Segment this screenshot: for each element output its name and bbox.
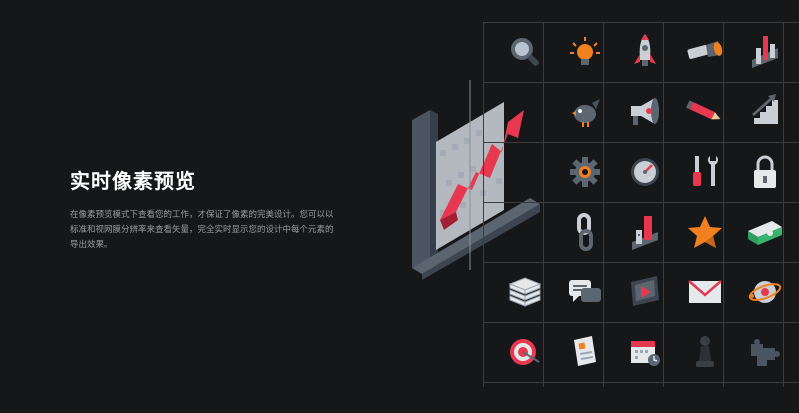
tools-icon[interactable]: [675, 142, 735, 202]
video-player-icon[interactable]: [615, 262, 675, 322]
gear-icon[interactable]: [555, 142, 615, 202]
magnifier-icon[interactable]: [495, 22, 555, 82]
document-list-icon[interactable]: [555, 322, 615, 382]
description-line: 标准和视网膜分辨率来查看矢量，完全实时显示您的设计中每个元素的: [70, 225, 334, 235]
feature-text-block: 实时像素预览 在像素预览模式下查看您的工作，才保证了像素的完美设计。您可以以 标…: [70, 168, 340, 253]
flashlight-icon[interactable]: [675, 22, 735, 82]
envelope-icon[interactable]: [675, 262, 735, 322]
feature-title: 实时像素预览: [70, 169, 196, 193]
feature-description: 在像素预览模式下查看您的工作，才保证了像素的完美设计。您可以以 标准和视网膜分辨…: [70, 208, 340, 253]
building-chart-icon[interactable]: [615, 202, 675, 262]
target-icon[interactable]: [495, 322, 555, 382]
chart-bars-icon[interactable]: [735, 22, 795, 82]
money-stack-icon[interactable]: [735, 202, 795, 262]
megaphone-icon[interactable]: [615, 82, 675, 142]
speedometer-icon[interactable]: [615, 142, 675, 202]
puzzle-icon[interactable]: [735, 322, 795, 382]
paper-stack-icon[interactable]: [495, 262, 555, 322]
growth-arrow-icon[interactable]: [735, 82, 795, 142]
pixel-preview-illustration: [400, 80, 545, 284]
pencil-icon[interactable]: [675, 82, 735, 142]
chess-pawn-icon[interactable]: [675, 322, 735, 382]
bird-icon[interactable]: [555, 82, 615, 142]
chat-bubbles-icon[interactable]: [555, 262, 615, 322]
description-line: 在像素预览模式下查看您的工作，才保证了像素的完美设计。您可以以: [70, 210, 334, 220]
calendar-clock-icon[interactable]: [615, 322, 675, 382]
globe-icon[interactable]: [735, 262, 795, 322]
lightbulb-icon[interactable]: [555, 22, 615, 82]
description-line: 导出效果。: [70, 240, 113, 250]
growth-chart-icon: [412, 80, 540, 280]
rocket-icon[interactable]: [615, 22, 675, 82]
padlock-icon[interactable]: [735, 142, 795, 202]
star-icon[interactable]: [675, 202, 735, 262]
icon-grid: [483, 22, 799, 387]
chain-link-icon[interactable]: [555, 202, 615, 262]
grid-lines: [483, 22, 799, 387]
